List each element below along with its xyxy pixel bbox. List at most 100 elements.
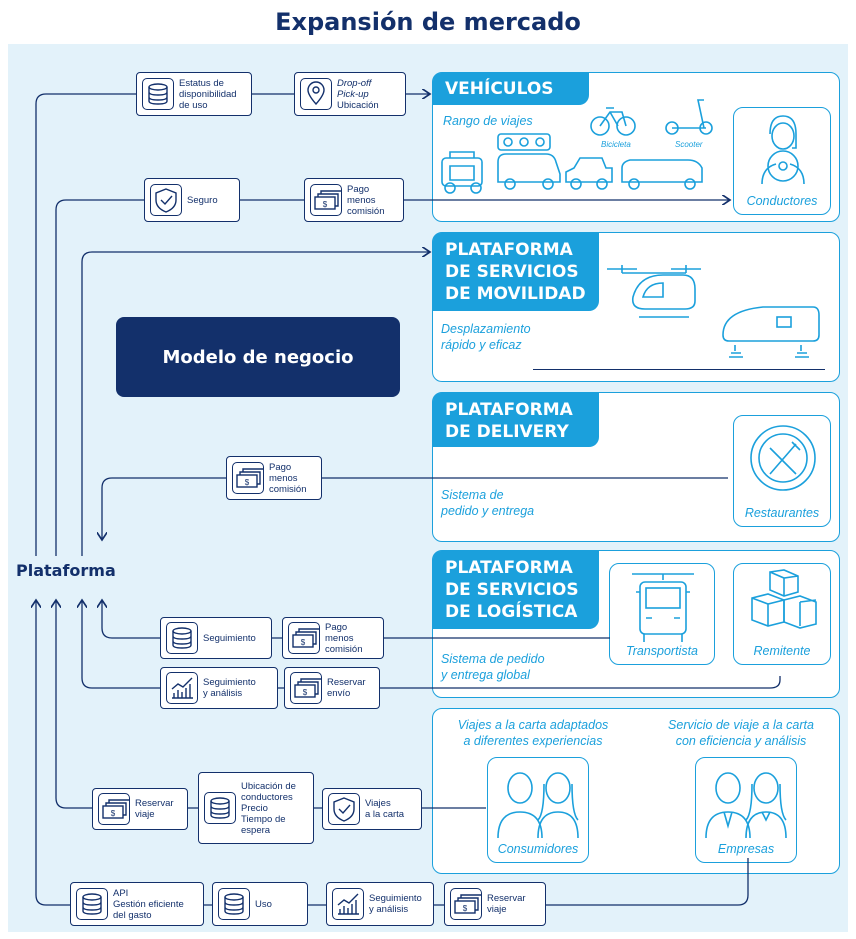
card-remitente: Remitente [733, 563, 831, 665]
box-label: Pago menos comisión [325, 621, 363, 655]
box-label: Seguimiento [203, 632, 256, 644]
svg-text:$: $ [303, 688, 308, 697]
box-label: Uso [255, 898, 272, 910]
panel-vehiculos: VEHÍCULOS Rango de viajes Bicicleta Scoo… [432, 72, 840, 222]
panel-viajes: Viajes a la carta adaptados a diferentes… [432, 708, 840, 874]
box-reservar-envio: $ Reservar envío [284, 667, 380, 709]
box-ubicacion: Drop-off Pick-up Ubicación [294, 72, 406, 116]
money-icon: $ [98, 793, 130, 825]
box-ubicacion-conductores: Ubicación de conductores Precio Tiempo d… [198, 772, 314, 844]
panel-subtitle: Sistema de pedido y entrega global [441, 652, 545, 682]
money-icon: $ [232, 462, 264, 494]
viajes-left-title: Viajes a la carta adaptados a diferentes… [457, 718, 609, 748]
box-label: Ubicación de conductores Precio Tiempo d… [241, 780, 296, 836]
diagram-title: Expansión de mercado [275, 8, 581, 36]
box-label: API Gestión eficiente del gasto [113, 887, 184, 921]
svg-text:$: $ [245, 478, 250, 487]
database-icon [218, 888, 250, 920]
boxes-icon [751, 569, 817, 629]
box-reservar-viaje-2: $ Reservar viaje [444, 882, 546, 926]
plate-cutlery-icon [750, 425, 816, 491]
svg-text:$: $ [323, 200, 328, 209]
card-label: Consumidores [497, 842, 579, 856]
box-label: Seguimiento y análisis [203, 677, 256, 699]
business-people-icon [705, 772, 787, 839]
box-label: Viajes a la carta [365, 798, 405, 820]
box-label: Seguro [187, 194, 218, 206]
panel-subtitle: Desplazamiento rápido y eficaz [441, 322, 531, 352]
svg-text:$: $ [463, 904, 468, 913]
ground-line [533, 369, 825, 371]
bicycle-label: Bicicleta [601, 140, 631, 149]
money-icon: $ [310, 184, 342, 216]
shield-check-icon [328, 793, 360, 825]
limo-icon [621, 159, 703, 190]
van-icon [497, 133, 561, 190]
card-transportista: Transportista [609, 563, 715, 665]
box-label: Reservar viaje [487, 893, 526, 915]
box-label: Pago menos comisión [269, 461, 307, 495]
panel-header: VEHÍCULOS [433, 73, 589, 105]
database-icon [76, 888, 108, 920]
train-icon [722, 306, 820, 358]
chart-icon [166, 672, 198, 704]
box-seguro: Seguro [144, 178, 240, 222]
box-label: Reservar viaje [135, 798, 174, 820]
card-label: Transportista [625, 644, 698, 658]
bicycle-icon [590, 107, 636, 136]
database-icon [142, 78, 174, 110]
database-icon [204, 792, 236, 824]
shield-check-icon [150, 184, 182, 216]
panel-subtitle: Sistema de pedido y entrega [441, 488, 535, 518]
box-pago-3: $ Pago menos comisión [282, 617, 384, 659]
card-conductores: Conductores [733, 107, 831, 215]
box-seguimiento-analisis-2: Seguimiento y análisis [326, 882, 434, 926]
box-label-italic: Drop-off Pick-up [337, 77, 372, 100]
box-viajes-carta: Viajes a la carta [322, 788, 422, 830]
driver-icon [761, 115, 805, 185]
air-taxi-icon [607, 265, 701, 318]
panel-header: PLATAFORMA DE DELIVERY [433, 393, 599, 447]
card-consumidores: Consumidores [487, 757, 589, 863]
box-label: Ubicación [337, 99, 379, 111]
box-seguimiento-analisis-1: Seguimiento y análisis [160, 667, 278, 709]
box-pago-2: $ Pago menos comisión [226, 456, 322, 500]
chart-icon [332, 888, 364, 920]
tuktuk-icon [441, 151, 483, 194]
vehicles-icons [441, 99, 713, 194]
people-icon [497, 772, 579, 839]
panel-subtitle: Rango de viajes [443, 114, 533, 128]
card-label: Empresas [717, 842, 775, 856]
box-reservar-viaje-1: $ Reservar viaje [92, 788, 188, 830]
platform-label: Plataforma [16, 561, 116, 580]
card-label: Restaurantes [744, 506, 820, 520]
box-label: Estatus de disponibilidad de uso [179, 77, 237, 111]
box-label: Pago menos comisión [347, 183, 385, 217]
card-label: Remitente [753, 644, 811, 658]
jeep-icon [565, 157, 613, 190]
panel-logistica: PLATAFORMA DE SERVICIOS DE LOGÍSTICA Sis… [432, 550, 840, 698]
database-icon [166, 622, 198, 654]
scooter-label: Scooter [675, 140, 703, 149]
panel-header: PLATAFORMA DE SERVICIOS DE MOVILIDAD [433, 233, 599, 311]
svg-text:$: $ [301, 638, 306, 647]
money-icon: $ [288, 622, 320, 654]
panel-movilidad: PLATAFORMA DE SERVICIOS DE MOVILIDAD Des… [432, 232, 840, 382]
money-icon: $ [290, 672, 322, 704]
box-label: Reservar envío [327, 677, 366, 699]
truck-icon [632, 573, 694, 642]
box-seguimiento: Seguimiento [160, 617, 272, 659]
box-uso: Uso [212, 882, 308, 926]
card-empresas: Empresas [695, 757, 797, 863]
scooter-icon [665, 99, 713, 135]
panel-delivery: PLATAFORMA DE DELIVERY Sistema de pedido… [432, 392, 840, 542]
money-icon: $ [450, 888, 482, 920]
box-pago-1: $ Pago menos comisión [304, 178, 404, 222]
panel-header: PLATAFORMA DE SERVICIOS DE LOGÍSTICA [433, 551, 599, 629]
box-estatus: Estatus de disponibilidad de uso [136, 72, 252, 116]
viajes-right-title: Servicio de viaje a la carta con eficien… [668, 718, 814, 748]
business-model-box: Modelo de negocio [116, 317, 400, 397]
svg-text:$: $ [111, 809, 116, 818]
location-pin-icon [300, 78, 332, 110]
